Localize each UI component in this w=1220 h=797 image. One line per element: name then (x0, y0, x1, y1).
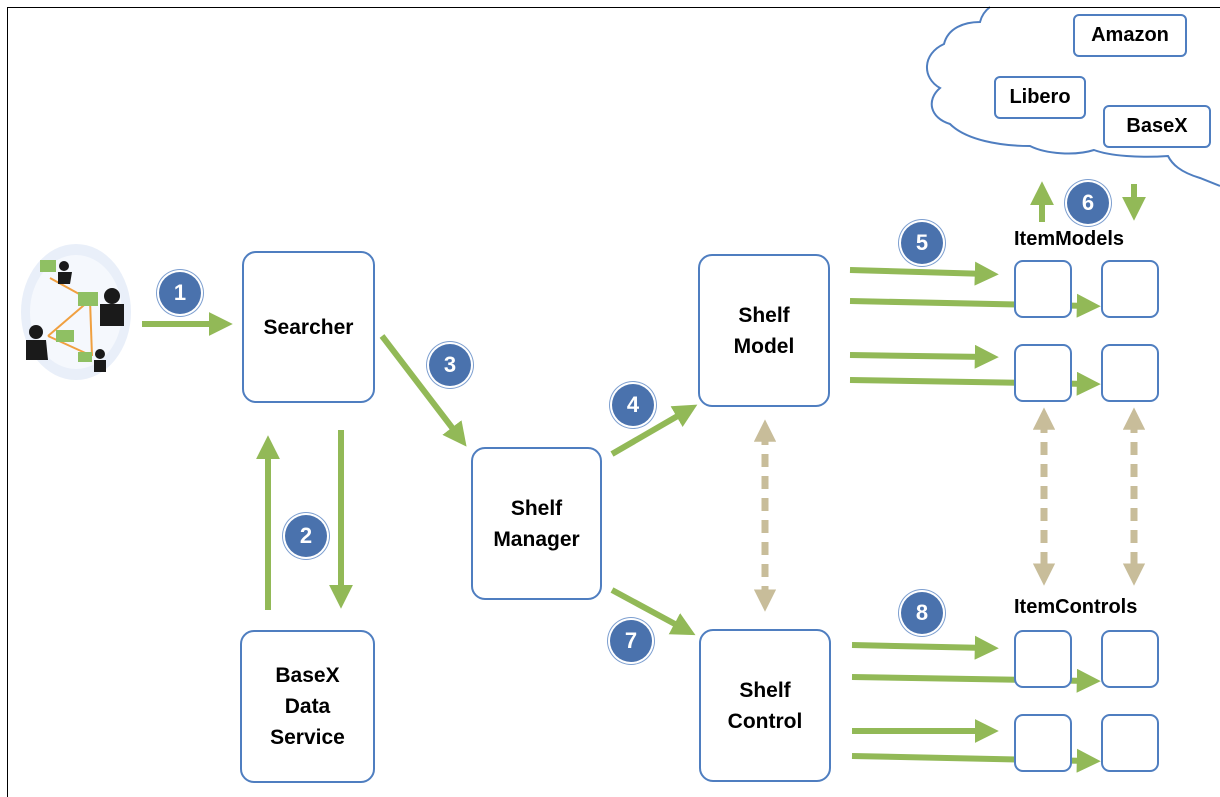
item-control-box (1014, 630, 1072, 688)
item-model-box (1101, 260, 1159, 318)
basex-source: BaseX (1103, 105, 1211, 148)
item-model-box (1101, 344, 1159, 402)
arrow-model-to-item (849, 344, 999, 369)
libero-source: Libero (994, 76, 1086, 119)
step-badge-6: 6 (1067, 182, 1109, 224)
basex-data-service-box: BaseX Data Service (240, 630, 375, 783)
item-model-box (1014, 344, 1072, 402)
step-badge-5: 5 (901, 222, 943, 264)
searcher-label: Searcher (263, 315, 354, 339)
networked-users-icon (21, 244, 131, 380)
arrow-manager-to-control (610, 587, 696, 636)
step-badge-7: 7 (610, 620, 652, 662)
item-model-box (1014, 260, 1072, 318)
amazon-source: Amazon (1073, 14, 1187, 57)
shelf-manager-box: Shelf Manager (471, 447, 602, 600)
step-badge-4: 4 (612, 384, 654, 426)
arrow-model-to-item (849, 261, 999, 286)
shelf-model-box: Shelf Model (698, 254, 830, 407)
item-models-heading: ItemModels (1014, 228, 1125, 250)
arrow-control-to-item (851, 635, 999, 660)
shelf-manager-label: Shelf Manager (493, 496, 580, 551)
step-badge-2: 2 (285, 515, 327, 557)
step-badge-3: 3 (429, 344, 471, 386)
basex-data-service-label: BaseX Data Service (270, 664, 345, 749)
arrow-searcher-to-manager (379, 334, 467, 447)
item-controls-heading: ItemControls (1014, 596, 1138, 618)
step-badge-1: 1 (159, 272, 201, 314)
shelf-control-label: Shelf Control (727, 678, 803, 733)
item-control-box (1101, 630, 1159, 688)
step-badge-8: 8 (901, 592, 943, 634)
searcher-box: Searcher (242, 251, 375, 403)
item-control-box (1101, 714, 1159, 772)
shelf-control-box: Shelf Control (699, 629, 831, 782)
arrow-manager-to-model (610, 404, 698, 457)
shelf-model-label: Shelf Model (733, 303, 795, 358)
item-control-box (1014, 714, 1072, 772)
